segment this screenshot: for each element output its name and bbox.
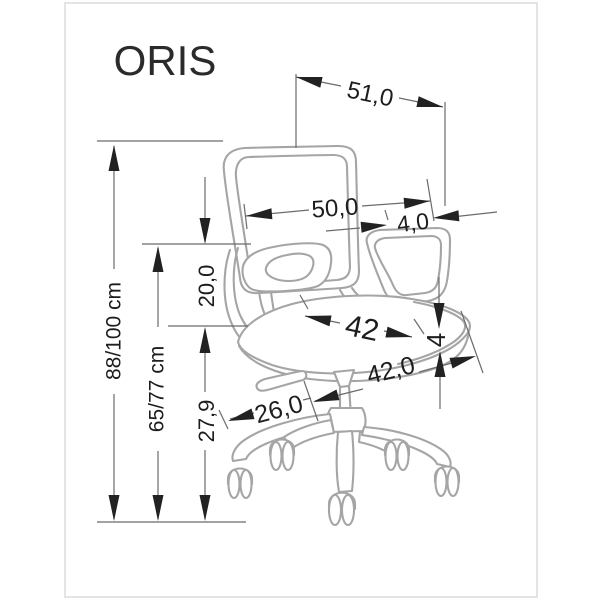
dim-label-backrest-side: 4,0 xyxy=(395,207,431,238)
dim-label-seat-to-floor: 27,9 xyxy=(194,399,219,443)
caster-wheel xyxy=(327,491,357,527)
right-armrest xyxy=(365,226,452,305)
dim-label-backrest-width: 50,0 xyxy=(310,193,360,224)
caster-wheel xyxy=(226,467,254,500)
office-chair-illustration xyxy=(222,144,472,527)
caster-wheel xyxy=(433,465,461,498)
dim-label-seat-thickness: 4 xyxy=(421,332,451,348)
casters xyxy=(226,438,461,527)
product-title: ORIS xyxy=(113,37,217,84)
left-armrest xyxy=(223,242,333,354)
dimension-arrowheads xyxy=(108,77,476,521)
dim-label-backrest-to-seat: 20,0 xyxy=(194,264,219,308)
frame-border xyxy=(64,2,538,598)
caster-wheel xyxy=(383,438,411,472)
dim-label-seat-width: 42 xyxy=(342,308,382,349)
extension-lines xyxy=(97,74,498,523)
tilt-lever xyxy=(255,369,308,392)
caster-wheel xyxy=(268,438,296,472)
dim-label-seat-height: 65/77 cm xyxy=(145,345,169,433)
dim-label-overall-height: 88/100 cm xyxy=(102,281,126,381)
